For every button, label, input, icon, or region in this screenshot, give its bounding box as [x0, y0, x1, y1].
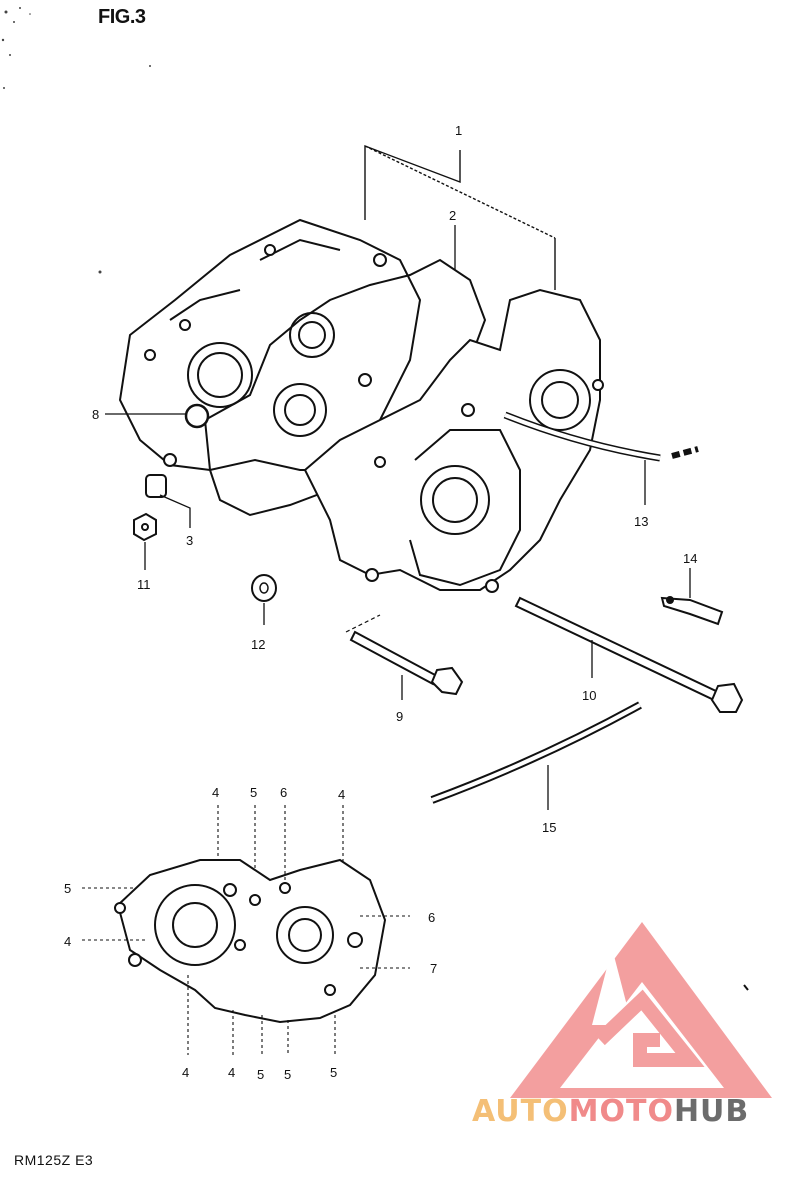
- callout-2: 2: [449, 208, 456, 223]
- assembled-crankcase: [114, 858, 387, 1024]
- callout-lower-top-4b: 4: [338, 787, 345, 802]
- scan-noise: [1, 7, 151, 274]
- callout-lower-bottom-4b: 4: [228, 1065, 235, 1080]
- callout-9: 9: [396, 709, 403, 724]
- drain-hose-15: [430, 701, 642, 804]
- clamp-14: [660, 596, 724, 626]
- callout-lower-right-7: 7: [430, 961, 437, 976]
- callout-lower-left-4: 4: [64, 934, 71, 949]
- callout-lower-left-5: 5: [64, 881, 71, 896]
- callout-10: 10: [582, 688, 596, 703]
- bolt-9: [349, 630, 464, 696]
- brand-hub: HUB: [673, 1094, 750, 1129]
- model-code: RM125Z E3: [14, 1152, 94, 1168]
- dowel-pin-3: [145, 474, 167, 498]
- callout-lower-right-6: 6: [428, 910, 435, 925]
- callout-15: 15: [542, 820, 556, 835]
- brand-moto: MOTO: [568, 1094, 674, 1129]
- callout-lower-top-5: 5: [250, 785, 257, 800]
- nut-11: [133, 512, 157, 542]
- callout-12: 12: [251, 637, 265, 652]
- callout-leader-1: [364, 144, 556, 290]
- callout-lower-top-4a: 4: [212, 785, 219, 800]
- callout-3: 3: [186, 533, 193, 548]
- oil-seal-8: [184, 403, 210, 429]
- callout-leader-3: [159, 494, 191, 528]
- callout-lower-top-6: 6: [280, 785, 287, 800]
- callout-11: 11: [137, 577, 151, 592]
- callout-lower-bottom-5b: 5: [284, 1067, 291, 1082]
- automotohub-brand-text: AUTOMOTOHUB: [472, 1094, 749, 1129]
- callout-lower-bottom-5c: 5: [330, 1065, 337, 1080]
- automotohub-logo-icon: [510, 922, 772, 1098]
- callout-8: 8: [92, 407, 99, 422]
- crankcase-gasket: [203, 258, 487, 517]
- callout-13: 13: [634, 514, 648, 529]
- crankcase-right-half: [303, 288, 604, 593]
- bolt-10: [514, 596, 744, 713]
- brand-auto: AUTO: [472, 1094, 569, 1129]
- lower-leaders: [82, 805, 410, 1055]
- callout-1: 1: [455, 123, 462, 138]
- callout-lower-bottom-5a: 5: [257, 1067, 264, 1082]
- callout-lower-bottom-4a: 4: [182, 1065, 189, 1080]
- figure-title: FIG.3: [98, 6, 146, 28]
- callout-14: 14: [683, 551, 697, 566]
